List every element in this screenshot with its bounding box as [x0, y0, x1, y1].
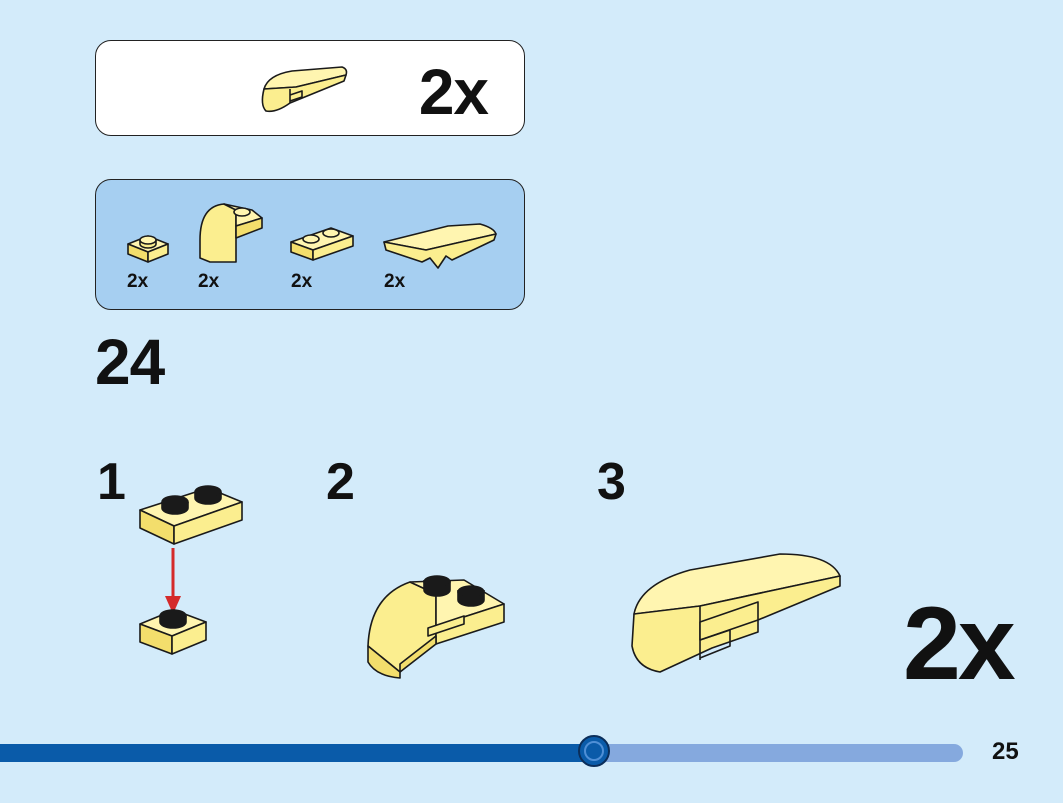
progress-bar: [0, 735, 963, 767]
wedge-slope-icon: [383, 223, 497, 269]
progress-fill: [0, 744, 595, 762]
page-number: 25: [992, 738, 1019, 765]
plate-1x2-icon: [290, 227, 354, 261]
plate-1x1-icon: [127, 235, 169, 263]
substep-label: 3: [597, 453, 626, 511]
step-number: 24: [95, 326, 165, 398]
curved-slope-icon: [199, 203, 263, 263]
repeat-quantity: 2x: [903, 586, 1016, 702]
part-quantity: 2x: [198, 271, 220, 292]
substep-label: 2: [326, 453, 355, 511]
submodel-callout: 2x: [95, 40, 525, 136]
plate-1x2-brick: [139, 485, 243, 545]
part-quantity: 2x: [291, 271, 313, 292]
red-arrow-down-icon: [165, 548, 181, 614]
callout-quantity: 2x: [418, 56, 489, 128]
part-quantity: 2x: [384, 271, 406, 292]
curved-slope-assembly: [367, 575, 505, 679]
plate-1x1-brick: [139, 609, 207, 655]
wedge-brick-icon: [261, 66, 348, 113]
parts-list: 2x 2x 2x 2x: [95, 179, 525, 310]
wedge-brick-assembly: [631, 553, 841, 673]
progress-handle[interactable]: [578, 735, 611, 767]
part-quantity: 2x: [127, 271, 149, 292]
substep-label: 1: [97, 453, 126, 511]
